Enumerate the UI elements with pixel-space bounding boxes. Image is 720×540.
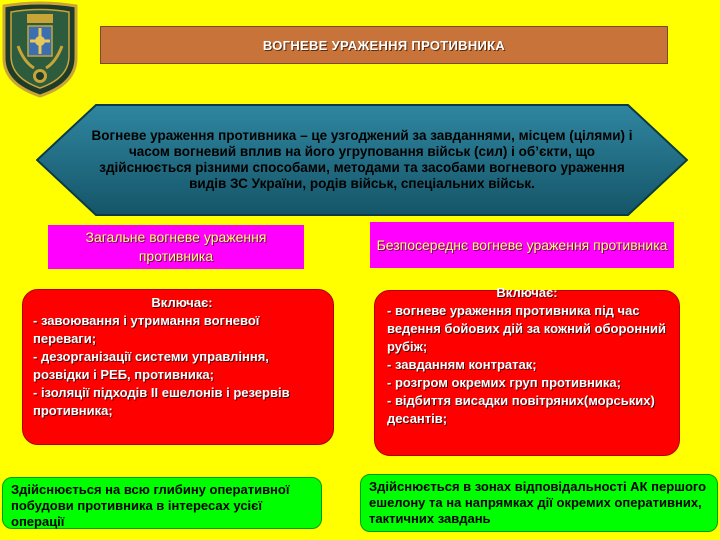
header-direct-fire-damage: Безпосереднє вогневе ураження противника [370, 222, 674, 268]
header-general-fire-damage: Загальне вогневе ураження противника [48, 225, 304, 269]
definition-text: Вогневе ураження противника – це узгодже… [91, 128, 633, 191]
list-item: - відбиття висадки повітряних(морських) … [387, 393, 659, 426]
military-emblem-icon [2, 1, 78, 98]
page-title: ВОГНЕВЕ УРАЖЕННЯ ПРОТИВНИКА [100, 26, 668, 64]
direct-includes-box: Включає: - вогневе ураження противника п… [374, 285, 680, 456]
list-item: - завданням контратак; [387, 357, 537, 372]
definition-hexagon [36, 104, 688, 216]
list-item: - ізоляції підходів ІІ ешелонів і резерв… [33, 385, 294, 418]
includes-title: Включає: [496, 285, 558, 300]
list-item: - дезорганізації системи управління, роз… [33, 349, 273, 382]
general-includes-box: Включає: - завоювання і утримання вогнев… [22, 289, 334, 445]
list-item: - вогневе ураження противника під час ве… [387, 303, 670, 354]
includes-title: Включає: [151, 295, 213, 310]
list-item: - розгром окремих груп противника; [387, 375, 621, 390]
direct-scope-note: Здійснюється в зонах відповідальності АК… [360, 474, 718, 532]
list-item: - завоювання і утримання вогневої перева… [33, 313, 264, 346]
general-scope-note: Здійснюється на всю глибину оперативної … [2, 477, 322, 529]
